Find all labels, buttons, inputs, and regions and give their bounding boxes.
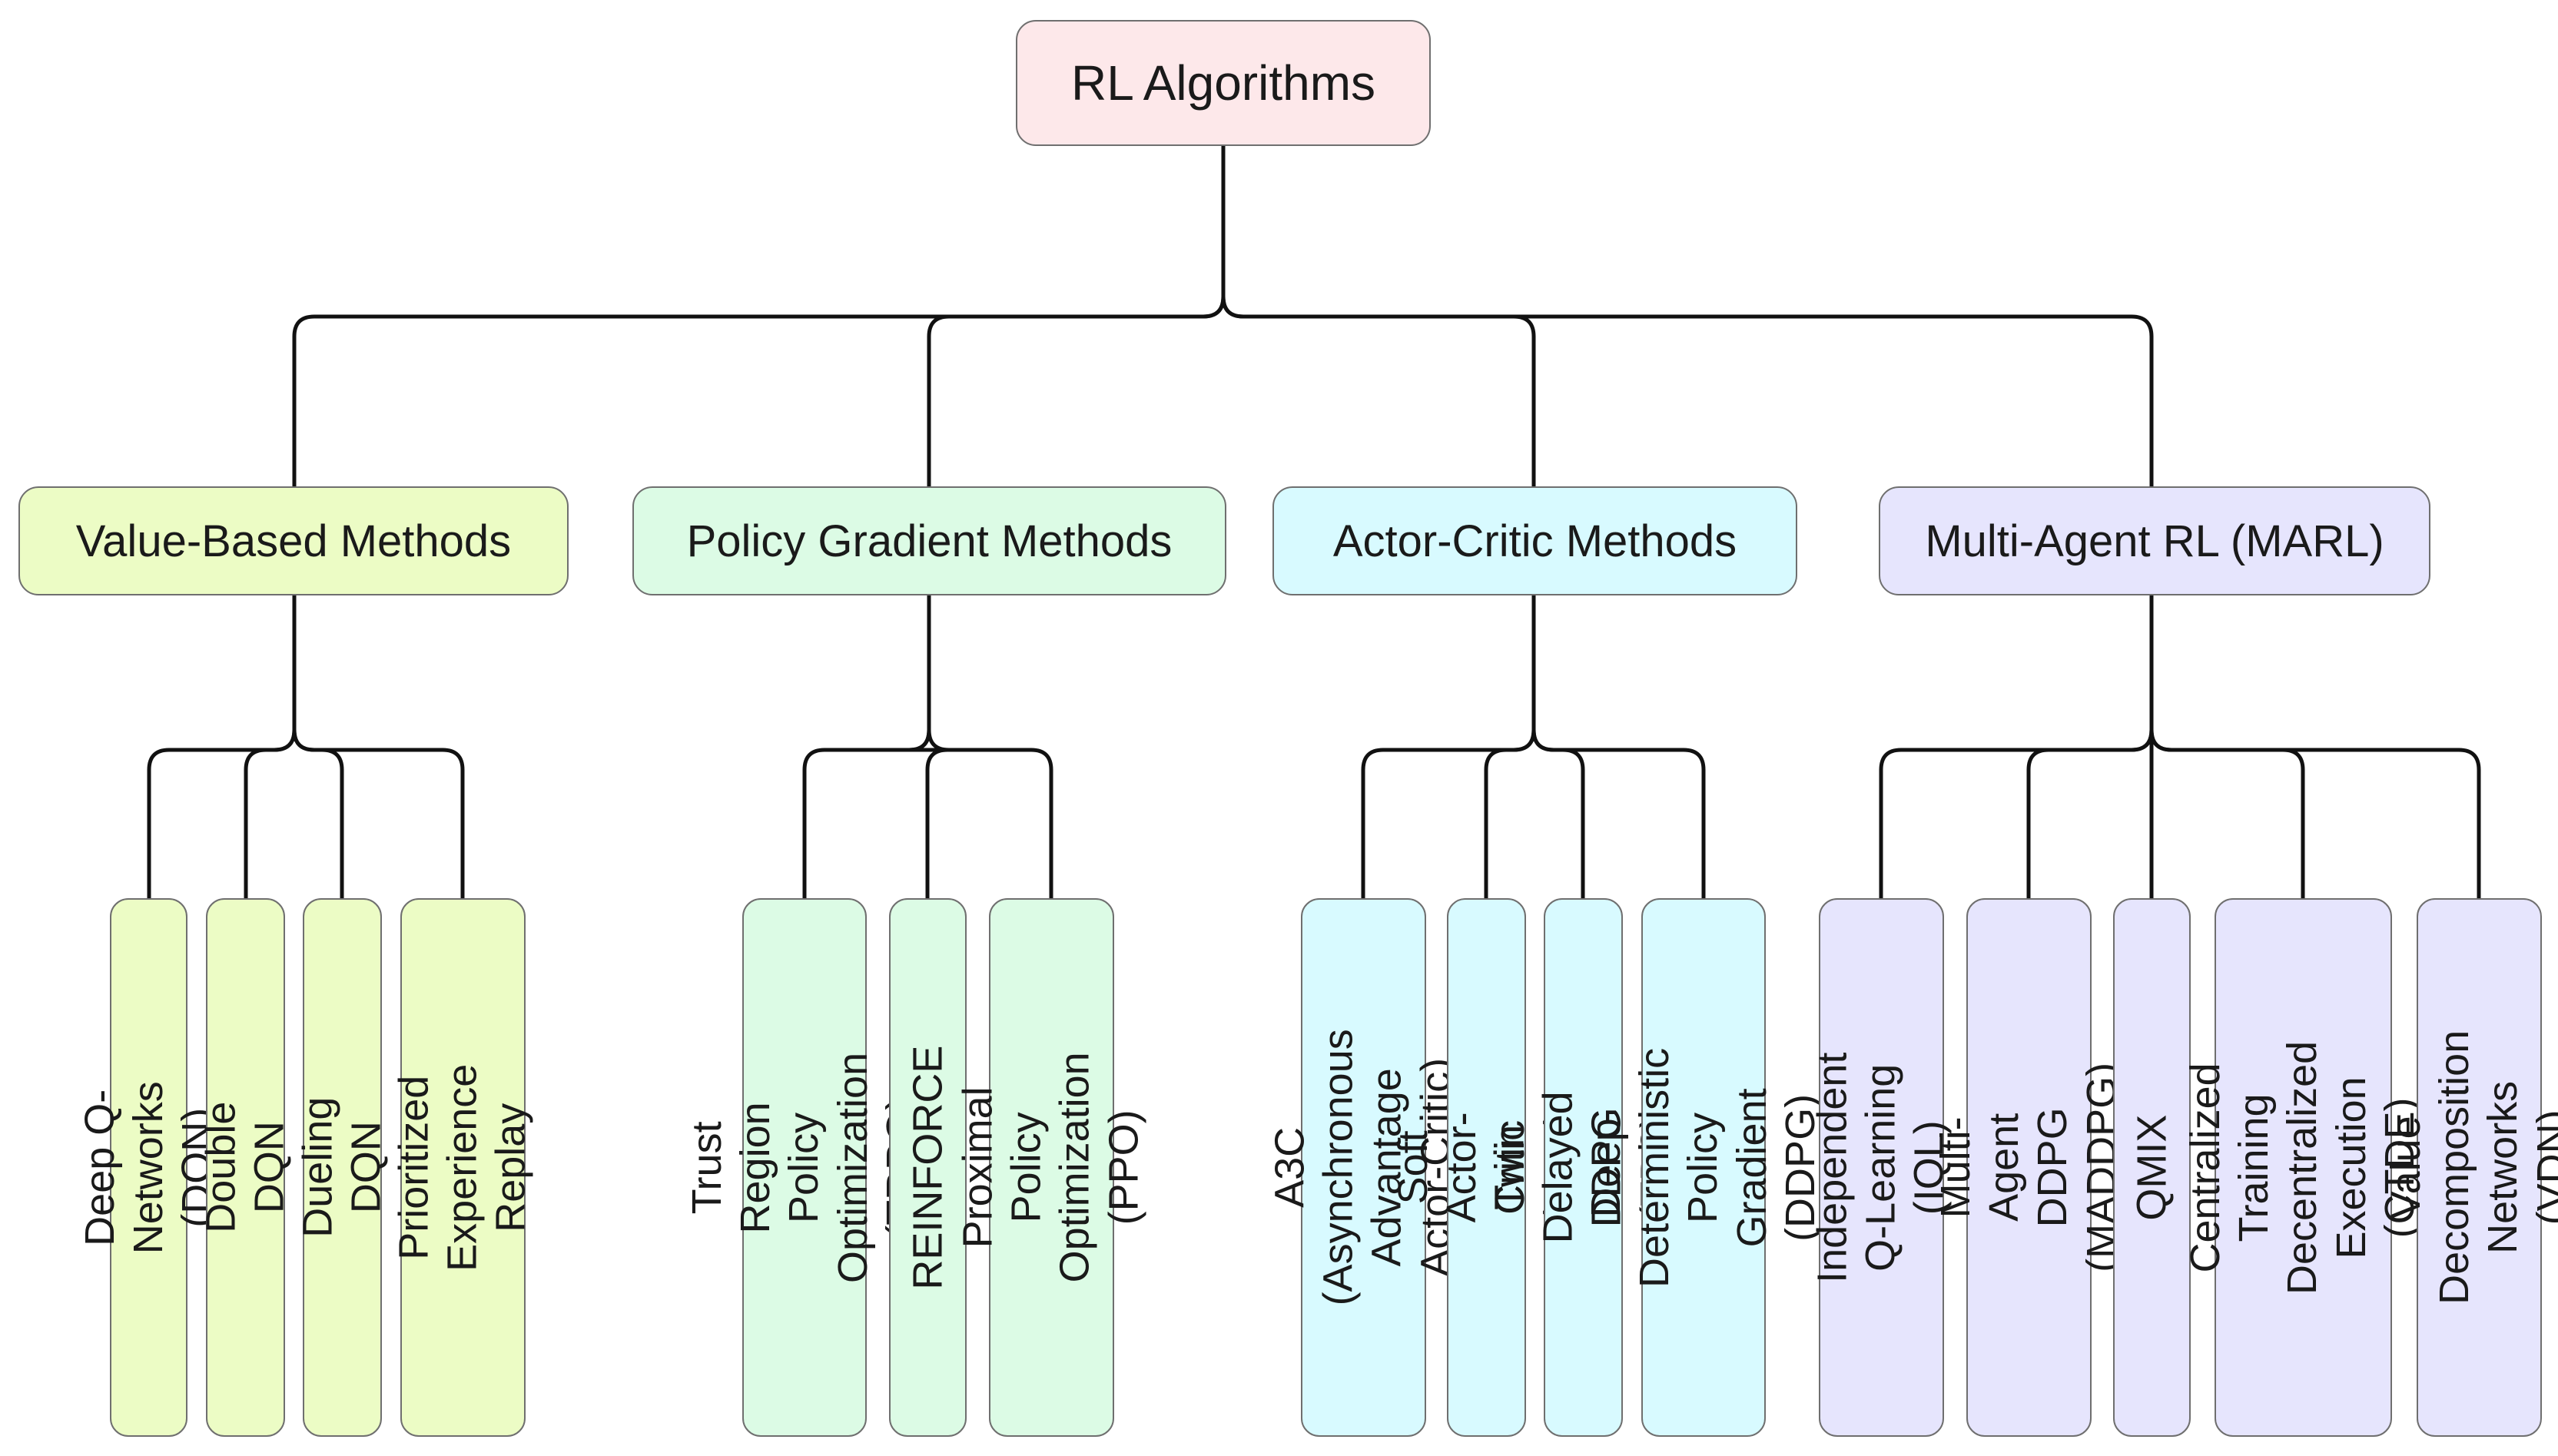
value-based-connector-link-3	[292, 729, 465, 898]
value-based-connector-link-0	[147, 729, 297, 898]
policy-gradient-connector-link-0	[802, 729, 931, 898]
value-based-connector-link-1	[244, 729, 297, 898]
root-connector-link-1	[927, 296, 1226, 486]
marl-connector-link-1	[2026, 729, 2154, 898]
leaf-td3: Twin Delayed DDPG (TD3)	[1487, 898, 1679, 1437]
marl-connector-link-3	[2149, 729, 2305, 898]
leaf-label: Proximal Policy Optimization (PPO)	[955, 1052, 1147, 1283]
leaf-qmix: QMIX	[2113, 898, 2191, 1437]
category-multi-agent-rl: Multi-Agent RL (MARL)	[1879, 486, 2430, 595]
leaf-label: Value Decomposition Networks (VDN)	[2383, 1030, 2558, 1305]
actor-critic-connector-link-0	[1361, 729, 1536, 898]
category-policy-gradient-methods: Policy Gradient Methods	[632, 486, 1226, 595]
root-connector-link-3	[1221, 296, 2154, 486]
leaf-label: Multi-Agent DDPG (MADDPG)	[1933, 1063, 2125, 1272]
leaf-label: Double DQN	[197, 1101, 293, 1234]
value-based-connector-link-2	[292, 729, 344, 898]
actor-critic-connector-link-3	[1531, 729, 1706, 898]
marl-connector-link-4	[2149, 729, 2481, 898]
leaf-label: Prioritized Experience Replay	[390, 1063, 535, 1272]
leaf-iql: Independent Q-Learning (IQL)	[1810, 898, 1953, 1437]
leaf-label: QMIX	[2128, 1114, 2175, 1221]
leaf-vdn: Value Decomposition Networks (VDN)	[2383, 898, 2558, 1437]
root-connector-link-0	[292, 296, 1226, 486]
leaf-label: REINFORCE	[904, 1045, 951, 1290]
root-node-rl-algorithms: RL Algorithms	[1016, 20, 1431, 146]
leaf-ctde: Centralized Training Decentralized Execu…	[2183, 898, 2423, 1437]
leaf-label: Deep Deterministic Policy Gradient (DDPG…	[1583, 1047, 1823, 1288]
marl-connector-link-0	[1879, 729, 2154, 898]
policy-gradient-connector-link-2	[927, 729, 1053, 898]
leaf-deep-q-networks: Deep Q-Networks (DQN)	[77, 898, 220, 1437]
leaf-maddpg: Multi-Agent DDPG (MADDPG)	[1933, 898, 2125, 1437]
category-actor-critic-methods: Actor-Critic Methods	[1272, 486, 1797, 595]
leaf-soft-actor-critic: Soft Actor-Critic (SAC)	[1390, 898, 1582, 1437]
actor-critic-connector-link-2	[1531, 729, 1585, 898]
leaf-prioritized-experience-replay: Prioritized Experience Replay	[391, 898, 534, 1437]
actor-critic-connector-link-1	[1484, 729, 1536, 898]
leaf-a3c: A3C (Asynchronous Advantage Actor-Critic…	[1267, 898, 1459, 1437]
leaf-ddpg: Deep Deterministic Policy Gradient (DDPG…	[1583, 898, 1823, 1437]
root-connector-link-2	[1221, 296, 1536, 486]
category-value-based-methods: Value-Based Methods	[18, 486, 569, 595]
leaf-double-dqn: Double DQN	[197, 898, 293, 1437]
policy-gradient-connector-link-1	[907, 729, 950, 898]
leaf-ppo: Proximal Policy Optimization (PPO)	[955, 898, 1147, 1437]
leaf-label: Dueling DQN	[294, 1096, 390, 1239]
leaf-dueling-dqn: Dueling DQN	[294, 898, 390, 1437]
leaf-trpo: Trust Region Policy Optimization (TRPO)	[684, 898, 924, 1437]
leaf-reinforce: REINFORCE	[889, 898, 967, 1437]
